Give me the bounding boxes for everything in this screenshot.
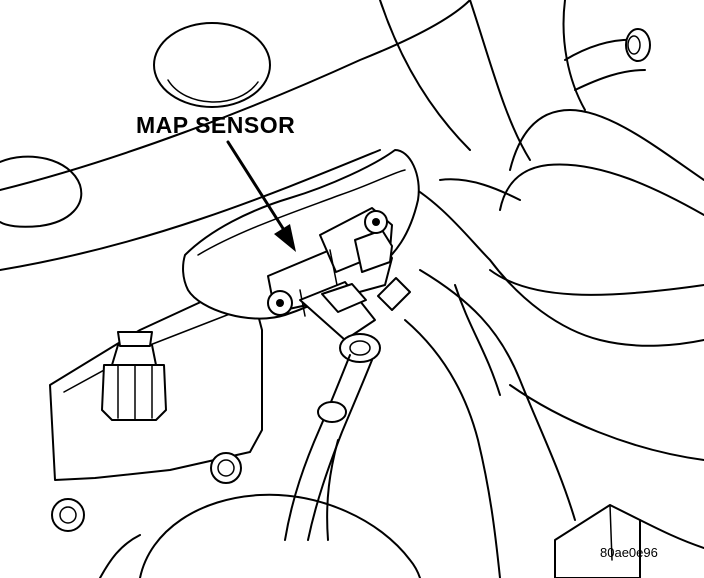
wiring-harness bbox=[284, 354, 373, 541]
sensor-screw-upper bbox=[364, 210, 388, 234]
air-duct bbox=[399, 178, 704, 578]
figure-code: 80ae0e96 bbox=[600, 545, 658, 560]
manifold-port-upper bbox=[153, 22, 271, 108]
flange-bolt-right bbox=[210, 452, 242, 484]
manifold-port-left bbox=[0, 155, 83, 228]
flange-bolt-left bbox=[51, 498, 85, 532]
mounting-bracket bbox=[554, 504, 704, 578]
sensor-connector bbox=[299, 277, 411, 363]
vacuum-hose bbox=[499, 28, 704, 216]
throttle-body bbox=[99, 493, 421, 578]
callout-arrow bbox=[226, 140, 296, 252]
sensor-screw-lower bbox=[267, 290, 293, 316]
manifold-stud bbox=[101, 331, 167, 421]
map-sensor-label: MAP SENSOR bbox=[136, 112, 296, 138]
